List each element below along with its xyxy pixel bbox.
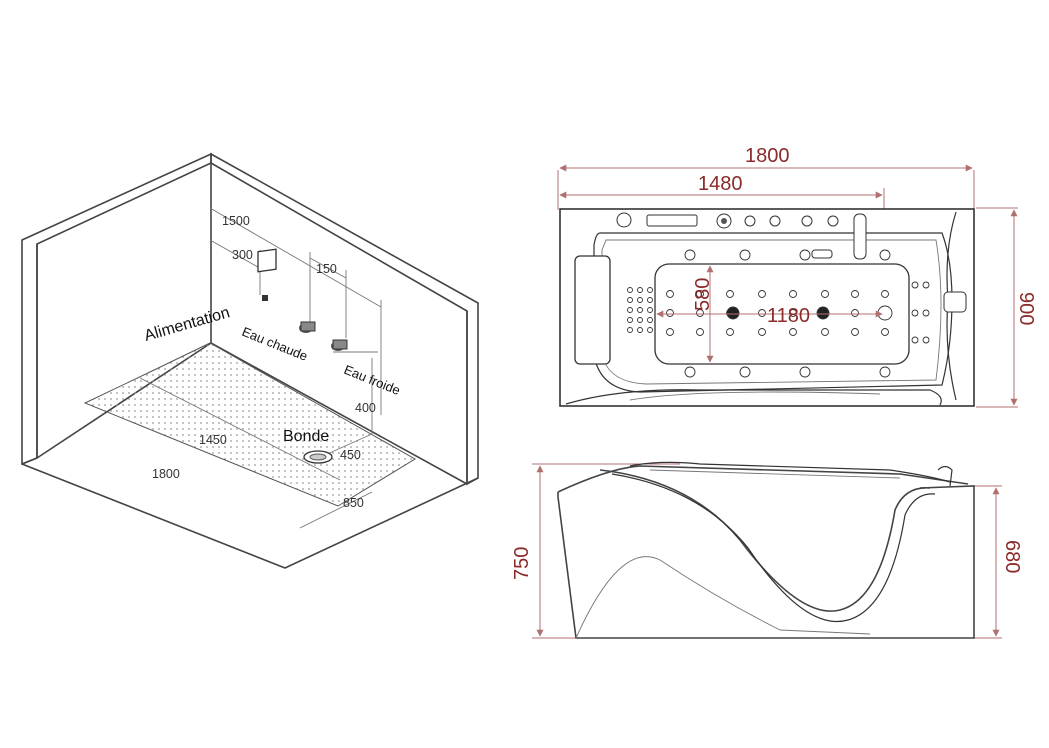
dim-1800-top: 1800 (745, 145, 790, 167)
supply-box (257, 248, 277, 273)
jet-icon (637, 327, 643, 333)
top-view: 1800 1480 900 (557, 145, 1037, 408)
jet-icon (627, 307, 633, 313)
jet-icon (877, 305, 893, 321)
jet-icon (666, 290, 674, 298)
bathtub-footprint (83, 342, 416, 507)
jet-icon (726, 328, 734, 336)
jet-icon (758, 290, 766, 298)
jet-icon (851, 309, 859, 317)
jet-icon (637, 317, 643, 323)
label-bonde: Bonde (283, 428, 329, 445)
jet-icon (758, 328, 766, 336)
dim-150: 150 (316, 262, 337, 276)
tub-basin (593, 232, 953, 393)
jet-icon (881, 290, 889, 298)
jet-icon (789, 290, 797, 298)
supply-box-icon (262, 295, 268, 301)
jet-icon (726, 306, 740, 320)
jet-icon (758, 309, 766, 317)
jet-icon (879, 249, 891, 261)
jet-icon (739, 366, 751, 378)
jet-icon (851, 290, 859, 298)
jet-icon (816, 306, 830, 320)
s-curve (599, 469, 931, 612)
jet-icon (922, 336, 930, 344)
jet-icon (726, 290, 734, 298)
jet-icon (911, 309, 919, 317)
isometric-room-view: 1500 300 150 400 450 1450 1800 850 Alime… (21, 152, 479, 569)
jet-icon (684, 249, 696, 261)
jet-icon (696, 290, 704, 298)
jet-icon (789, 328, 797, 336)
jet-icon (739, 249, 751, 261)
jet-icon (684, 366, 696, 378)
jet-icon (627, 287, 633, 293)
dim-400: 400 (355, 401, 376, 415)
headrest (574, 255, 611, 365)
jet-icon (637, 297, 643, 303)
dim-680: 680 (1001, 540, 1023, 573)
dim-450: 450 (340, 448, 361, 462)
jet-icon (647, 327, 653, 333)
dim-1180: 1180 (767, 305, 810, 327)
dim-1480: 1480 (698, 173, 743, 195)
jet-icon (821, 290, 829, 298)
label-alimentation: Alimentation (142, 304, 231, 345)
jet-icon (627, 327, 633, 333)
jet-icon (627, 317, 633, 323)
jet-icon (666, 309, 674, 317)
dim-1800-iso: 1800 (152, 467, 180, 481)
jet-icon (647, 307, 653, 313)
jet-icon (647, 287, 653, 293)
dim-900: 900 (1015, 292, 1037, 325)
dim-1450: 1450 (199, 433, 227, 447)
jet-icon (821, 328, 829, 336)
dim-300: 300 (232, 248, 253, 262)
jet-icon (666, 328, 674, 336)
jet-icon (637, 287, 643, 293)
label-eau-chaude: Eau chaude (240, 324, 310, 364)
jet-icon (647, 317, 653, 323)
dim-750: 750 (511, 547, 533, 580)
control-panel (616, 212, 867, 260)
jet-icon (637, 307, 643, 313)
hot-water-tap (299, 321, 316, 333)
jet-icon (696, 328, 704, 336)
jet-icon (922, 309, 930, 317)
jet-icon (647, 297, 653, 303)
jet-icon (799, 249, 811, 261)
jet-icon (911, 336, 919, 344)
tub-side-outline (557, 485, 975, 639)
jet-icon (922, 281, 930, 289)
jet-icon (627, 297, 633, 303)
dim-850: 850 (343, 496, 364, 510)
jet-icon (881, 328, 889, 336)
dim-580: 580 (692, 278, 714, 311)
dim-1500: 1500 (222, 214, 250, 228)
jet-icon (879, 366, 891, 378)
jet-icon (799, 366, 811, 378)
side-view: 750 680 (511, 461, 1023, 639)
drain (303, 450, 333, 464)
jet-icon (911, 281, 919, 289)
jet-icon (851, 328, 859, 336)
cold-water-tap (331, 339, 348, 351)
end-pillow (943, 291, 967, 313)
